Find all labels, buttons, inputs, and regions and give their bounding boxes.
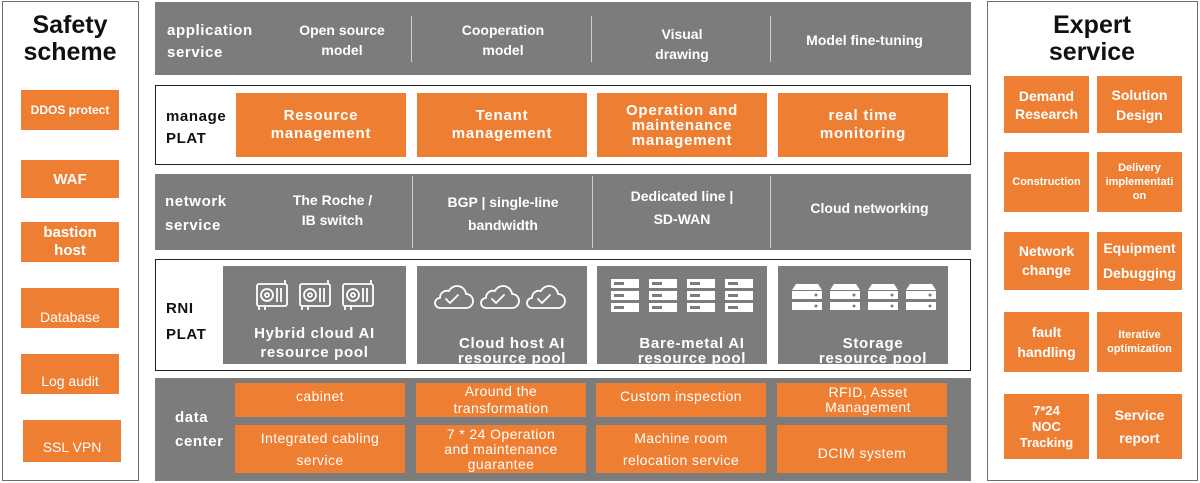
manage-plat-label: manage PLAT xyxy=(166,108,227,147)
expert-item-noc-tracking[interactable]: 7*24 NOC Tracking xyxy=(1004,394,1089,459)
divider xyxy=(770,16,771,62)
data-center-row: data center cabinet Around the transform… xyxy=(155,378,971,481)
application-service-label: application service xyxy=(167,22,253,61)
safety-item-ssl-vpn[interactable]: SSL VPN xyxy=(23,420,121,462)
application-item-visual-drawing[interactable]: Visual drawing xyxy=(655,26,709,62)
manage-item-resource-management[interactable]: Resource management xyxy=(236,93,406,157)
manage-item-operation-maintenance[interactable]: Operation and maintenance management xyxy=(597,93,767,157)
rni-plat-row: RNI PLAT Hybrid cloud AI resource pool xyxy=(155,259,971,371)
expert-service-title: Expert service xyxy=(1048,11,1136,66)
server-rack-icon xyxy=(611,279,755,313)
dc-item-integrated-cabling[interactable]: Integrated cabling service xyxy=(235,425,405,473)
manage-plat-row: manage PLAT Resource management Tenant m… xyxy=(155,85,971,165)
bare-metal-pool[interactable]: Bare-metal AI resource pool xyxy=(597,266,767,366)
cloud-host-pool-label: Cloud host AI resource pool xyxy=(457,335,567,367)
safety-scheme-title: Safety scheme xyxy=(23,11,117,66)
application-service-row: application service Open source model Co… xyxy=(155,2,971,75)
expert-service-panel: Expert service Demand Research Solution … xyxy=(987,1,1198,481)
network-item-bgp-bandwidth[interactable]: BGP | single-line bandwidth xyxy=(447,194,559,233)
network-service-label: network service xyxy=(165,193,227,234)
data-center-label: data center xyxy=(175,409,224,450)
storage-pool-label: Storage resource pool xyxy=(818,335,928,367)
dc-item-cabinet[interactable]: cabinet xyxy=(235,383,405,417)
expert-item-construction[interactable]: Construction xyxy=(1004,152,1089,212)
network-item-roche-ib-switch[interactable]: The Roche / IB switch xyxy=(292,192,373,228)
safety-item-database[interactable]: Database xyxy=(21,288,119,328)
cloud-host-pool[interactable]: Cloud host AI resource pool xyxy=(417,266,587,366)
divider xyxy=(591,16,592,62)
storage-disk-icon xyxy=(792,278,936,314)
network-item-cloud-networking[interactable]: Cloud networking xyxy=(810,200,929,216)
safety-item-ddos[interactable]: DDOS protect xyxy=(21,90,119,130)
dc-item-machine-room-relocation[interactable]: Machine room relocation service xyxy=(596,425,766,473)
storage-pool[interactable]: Storage resource pool xyxy=(778,266,948,366)
application-item-open-source-model[interactable]: Open source model xyxy=(299,22,385,58)
divider xyxy=(592,176,593,248)
divider xyxy=(411,16,412,62)
cloud-check-icon xyxy=(432,280,572,312)
divider xyxy=(412,176,413,248)
expert-item-demand-research[interactable]: Demand Research xyxy=(1004,76,1089,133)
rni-plat-label: RNI PLAT xyxy=(166,300,207,343)
safety-item-waf[interactable]: WAF xyxy=(21,160,119,198)
dc-item-dcim-system[interactable]: DCIM system xyxy=(777,425,947,473)
expert-item-fault-handling[interactable]: fault handling xyxy=(1004,312,1089,372)
expert-item-network-change[interactable]: Network change xyxy=(1004,232,1089,290)
dc-item-around-transformation[interactable]: Around the transformation xyxy=(416,383,586,417)
safety-item-bastion-host[interactable]: bastion host xyxy=(21,222,119,262)
manage-item-tenant-management[interactable]: Tenant management xyxy=(417,93,587,157)
hybrid-cloud-pool-label: Hybrid cloud AI resource pool xyxy=(254,325,375,361)
network-item-dedicated-line-sdwan[interactable]: Dedicated line | SD-WAN xyxy=(630,188,734,227)
dc-item-custom-inspection[interactable]: Custom inspection xyxy=(596,383,766,417)
expert-item-delivery-implementation[interactable]: Delivery implementati on xyxy=(1097,152,1182,212)
expert-item-service-report[interactable]: Service report xyxy=(1097,394,1182,459)
expert-item-iterative-optimization[interactable]: Iterative optimization xyxy=(1097,312,1182,372)
bare-metal-pool-label: Bare-metal AI resource pool xyxy=(637,335,747,367)
hybrid-cloud-pool[interactable]: Hybrid cloud AI resource pool xyxy=(223,266,406,364)
manage-item-real-time-monitoring[interactable]: real time monitoring xyxy=(778,93,948,157)
safety-scheme-panel: Safety scheme DDOS protect WAF bastion h… xyxy=(2,1,139,481)
dc-item-24-7-operation[interactable]: 7 * 24 Operation and maintenance guarant… xyxy=(416,425,586,473)
dc-item-rfid-asset-management[interactable]: RFID, Asset Management xyxy=(777,383,947,417)
safety-item-log-audit[interactable]: Log audit xyxy=(21,354,119,394)
application-item-cooperation-model[interactable]: Cooperation model xyxy=(461,22,545,58)
application-item-model-fine-tuning[interactable]: Model fine-tuning xyxy=(806,32,923,48)
expert-item-equipment-debugging[interactable]: Equipment Debugging xyxy=(1097,232,1182,290)
divider xyxy=(770,176,771,248)
expert-item-solution-design[interactable]: Solution Design xyxy=(1097,76,1182,133)
gpu-card-icon xyxy=(255,276,375,312)
network-service-row: network service The Roche / IB switch BG… xyxy=(155,174,971,250)
